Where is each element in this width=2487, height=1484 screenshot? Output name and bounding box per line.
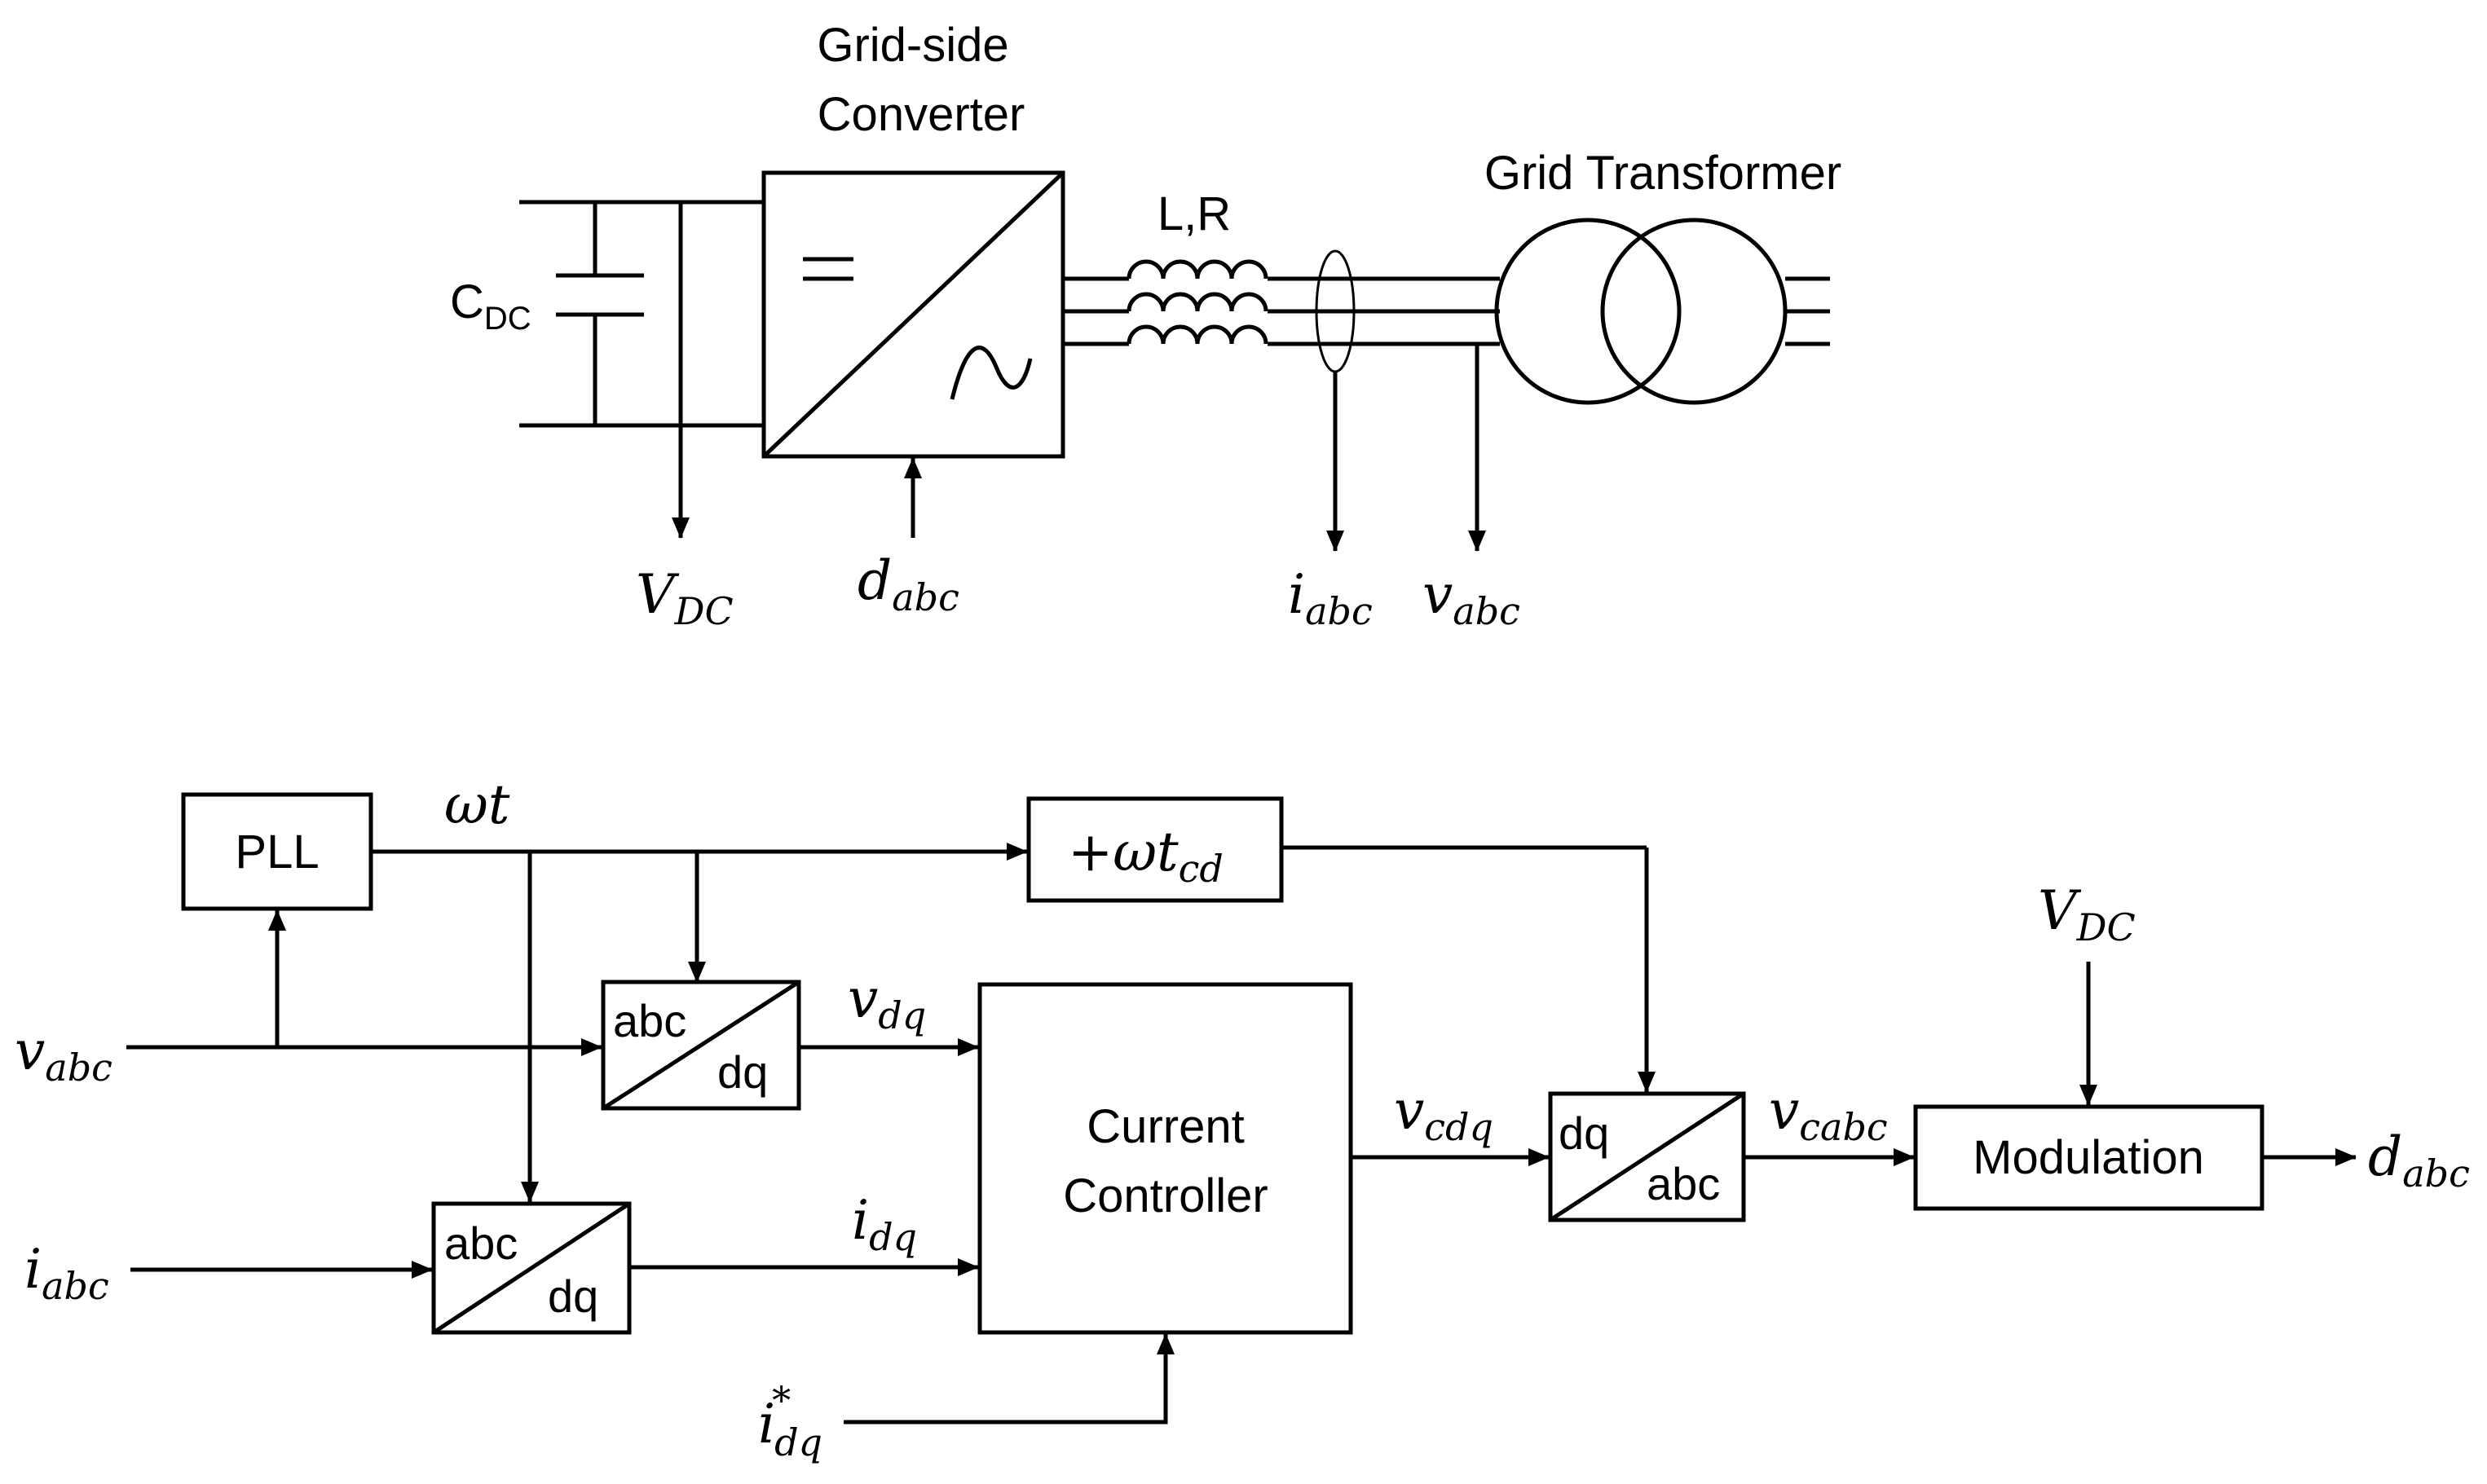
converter-title-line1: Grid-side — [817, 19, 1008, 72]
control-diagram: PLL ωt +ωtcd vabc abc dq vdq iabc abc dq… — [15, 773, 2470, 1464]
pll-block — [181, 792, 373, 911]
vdc-input-label: VDC — [2038, 879, 2136, 949]
idq-label: idq — [852, 1189, 917, 1259]
line-inductors — [1127, 259, 1268, 345]
vdq-label: vdq — [848, 967, 926, 1037]
idq-reference-label: i*dq — [758, 1378, 822, 1464]
iabc-label: iabc — [1288, 563, 1373, 633]
power-circuit: CDC VDC Grid-side Converter dabc — [450, 19, 1841, 633]
transform2-top-label: abc — [444, 1218, 518, 1269]
vabc-input-label: vabc — [15, 1019, 112, 1090]
idq-reference-line — [844, 1333, 1175, 1425]
modulation-block — [1913, 1104, 2264, 1211]
transform3-top-label: dq — [1559, 1107, 1609, 1159]
transformer-label: Grid Transformer — [1484, 147, 1841, 200]
delay-compensation-label: +ωtcd — [1068, 821, 1224, 891]
delay-compensation-block — [1026, 796, 1284, 903]
grid-side-lines — [1785, 276, 1830, 346]
controller-label-line1: Current — [1087, 1100, 1244, 1153]
transform1-bottom-label: dq — [717, 1046, 768, 1098]
vcabc-label: vcabc — [1769, 1079, 1888, 1149]
transform3-bottom-label: abc — [1647, 1158, 1720, 1209]
transform2-bottom-label: dq — [548, 1270, 598, 1322]
three-phase-lines — [1063, 276, 1500, 346]
pll-label: PLL — [235, 826, 319, 879]
vdc-label: VDC — [636, 563, 734, 633]
dc-capacitor — [556, 202, 644, 425]
vabc-label: vabc — [1422, 563, 1520, 633]
transformer-primary-winding — [1494, 218, 1682, 405]
omega-t-label: ωt — [444, 773, 510, 836]
converter-title-line2: Converter — [818, 88, 1025, 141]
current-controller-block — [977, 982, 1353, 1335]
controller-label-line2: Controller — [1063, 1169, 1268, 1222]
iabc-input-label: iabc — [24, 1238, 109, 1308]
transform1-top-label: abc — [613, 995, 686, 1046]
capacitor-label: CDC — [450, 275, 531, 337]
modulation-label: Modulation — [1973, 1131, 2204, 1184]
converter-diagonal — [762, 171, 1065, 458]
vcdq-label: vcdq — [1394, 1079, 1493, 1149]
transformer-secondary-winding — [1600, 218, 1788, 405]
dabc-output-label: dabc — [2368, 1125, 2470, 1196]
dabc-label: dabc — [858, 549, 959, 619]
inductor-label: L,R — [1158, 187, 1231, 240]
ac-symbol — [950, 346, 1033, 400]
